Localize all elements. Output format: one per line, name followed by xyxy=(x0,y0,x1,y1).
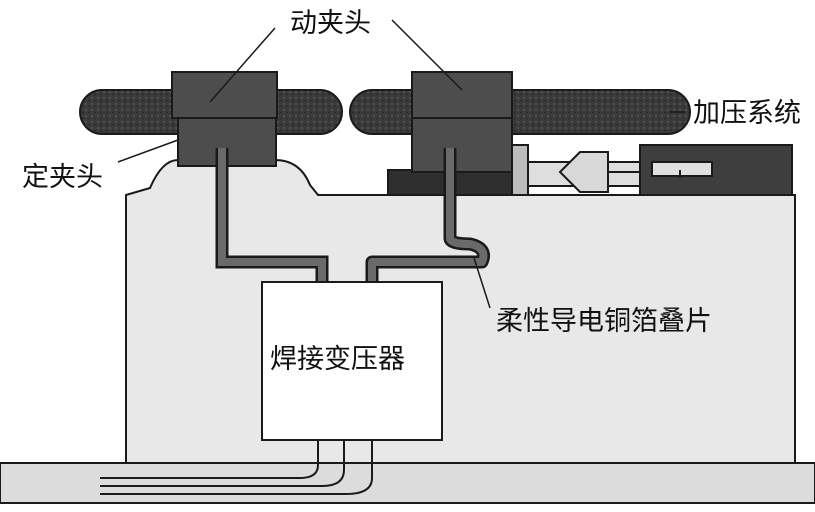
leader-lines xyxy=(117,19,685,309)
floor-strip xyxy=(0,462,815,504)
moving-carriage xyxy=(387,169,529,196)
moving-clamp-upper xyxy=(411,71,513,119)
fixed-clamp-label: 定夹头 xyxy=(22,162,103,193)
workpiece-rod-right xyxy=(349,89,691,135)
moving-clamp-lower xyxy=(411,117,513,173)
moving-clamp-label: 动夹头 xyxy=(290,8,371,39)
welding-transformer-label: 焊接变压器 xyxy=(270,344,405,375)
moving-carriage-side xyxy=(511,144,529,196)
pressure-gauge xyxy=(651,161,713,177)
pressure-system-label: 加压系统 xyxy=(693,98,801,129)
fixed-clamp-upper xyxy=(171,71,278,119)
supply-cables xyxy=(100,440,373,495)
flexible-copper-foil-label: 柔性导电铜箔叠片 xyxy=(496,306,712,337)
welding-transformer-box xyxy=(261,281,443,441)
